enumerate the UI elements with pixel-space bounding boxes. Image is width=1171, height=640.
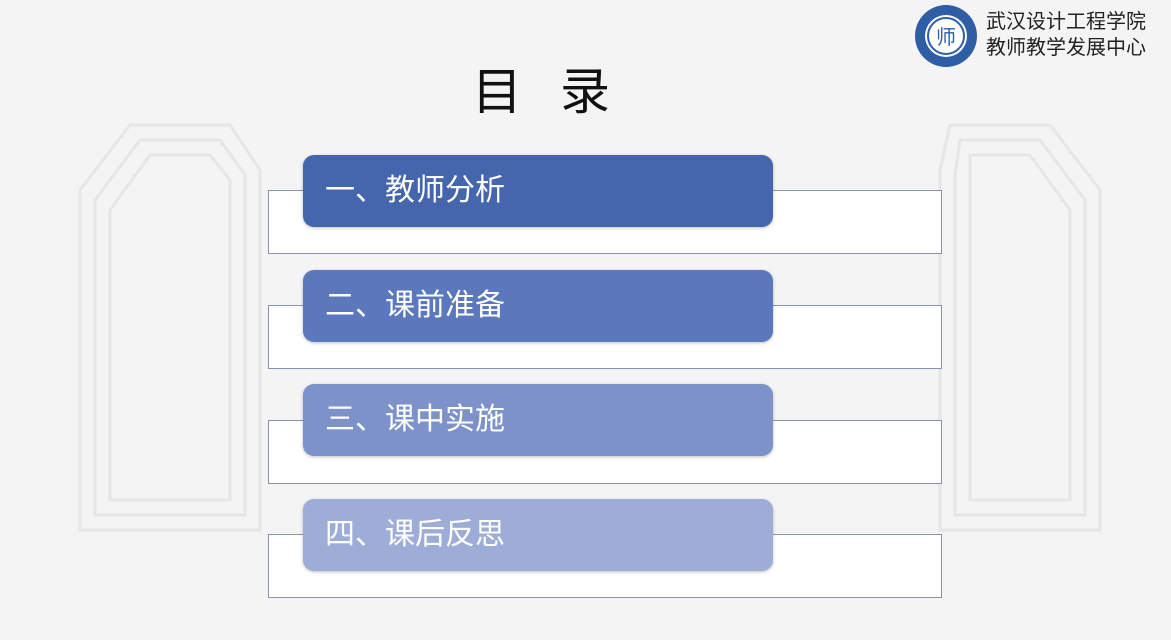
toc-item-4[interactable]: 四、课后反思 — [303, 499, 773, 571]
toc-item-3[interactable]: 三、课中实施 — [303, 384, 773, 456]
org-line-1: 武汉设计工程学院 — [986, 9, 1146, 33]
toc-item-1[interactable]: 一、教师分析 — [303, 155, 773, 227]
toc-item-label: 三、课中实施 — [325, 402, 505, 437]
toc-item-label: 四、课后反思 — [325, 517, 505, 552]
svg-text:师: 师 — [936, 25, 956, 49]
toc-item-label: 一、教师分析 — [325, 173, 505, 208]
toc-item-label: 二、课前准备 — [325, 288, 505, 323]
org-line-2: 教师教学发展中心 — [986, 35, 1146, 59]
toc-item-2[interactable]: 二、课前准备 — [303, 270, 773, 342]
page-title: 目录 — [472, 63, 648, 121]
organization-name: 武汉设计工程学院 教师教学发展中心 — [986, 8, 1146, 60]
institution-logo: 师 — [915, 5, 977, 67]
